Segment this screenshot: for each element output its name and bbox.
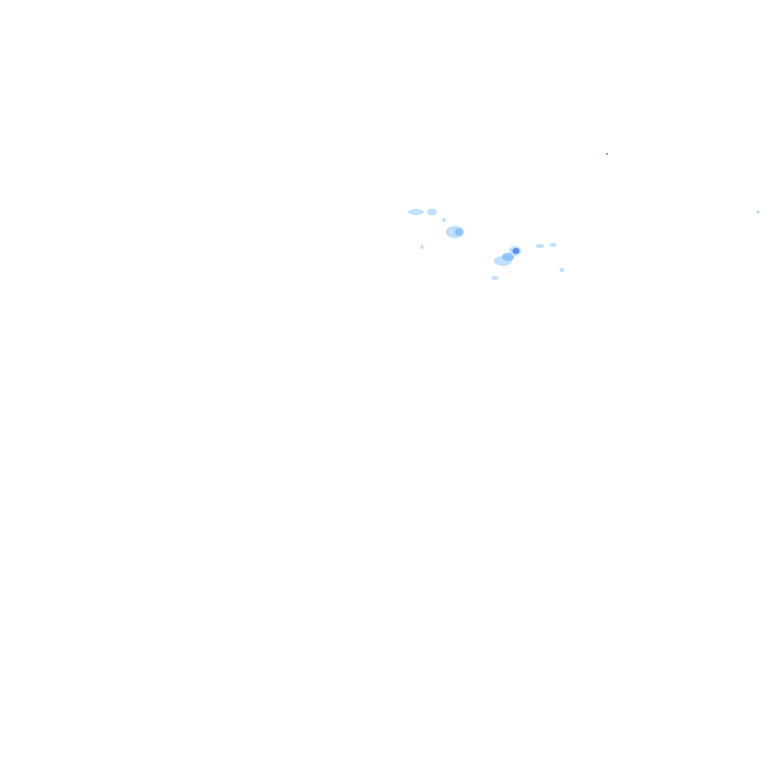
radar-echo xyxy=(756,210,760,214)
radar-echo xyxy=(535,244,545,248)
echo-scattered xyxy=(606,153,760,214)
radar-echo xyxy=(559,268,565,272)
radar-echo xyxy=(549,243,557,247)
radar-echo xyxy=(427,208,437,216)
radar-echo xyxy=(442,218,446,222)
radar-echo xyxy=(420,244,424,250)
radar-echo xyxy=(606,153,608,155)
echo-cluster-center xyxy=(446,226,464,238)
echo-cluster-southeast xyxy=(491,243,565,280)
radar-echo xyxy=(408,209,424,215)
radar-echo xyxy=(491,276,499,280)
radar-echo xyxy=(512,248,520,254)
echo-cluster-northwest xyxy=(408,208,446,250)
radar-echo xyxy=(502,253,514,261)
radar-echo xyxy=(455,228,463,236)
